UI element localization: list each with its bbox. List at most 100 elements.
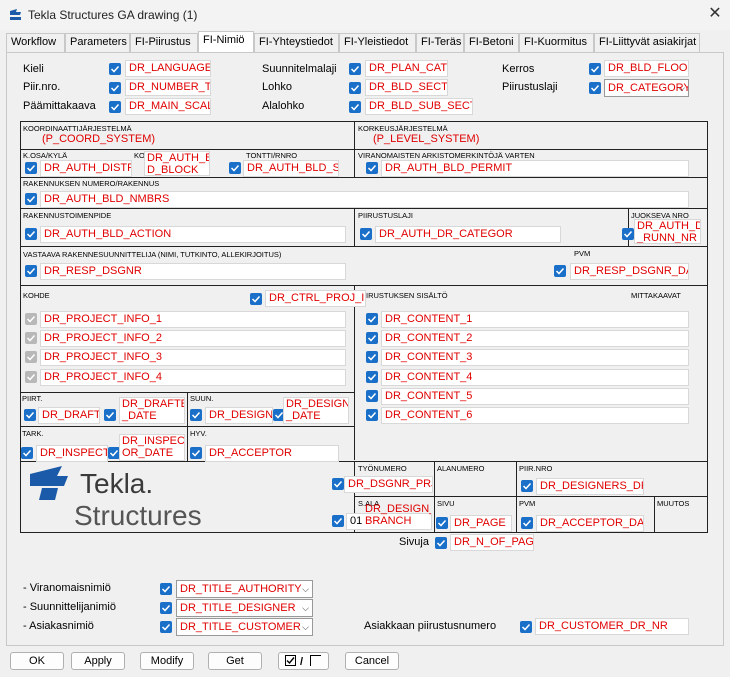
content4-checkbox[interactable] [366,371,378,383]
dsgnr-date-field[interactable]: DR_RESP_DSGNR_DATE [570,263,689,280]
tab-fi-yhteystiedot[interactable]: FI-Yhteystiedot [254,33,339,52]
alalohko-field[interactable]: DR_BLD_SUB_SECTION [365,98,473,115]
page-checkbox[interactable] [436,517,448,529]
apply-button[interactable]: Apply [71,652,125,670]
categor-field[interactable]: DR_AUTH_DR_CATEGOR [375,226,561,243]
content1-checkbox[interactable] [366,313,378,325]
page-field[interactable]: DR_PAGE [450,515,512,532]
acceptor-field[interactable]: DR_ACCEPTOR [205,445,339,462]
alalohko-checkbox[interactable] [349,101,361,113]
designer-date-field[interactable]: DR_DESIGNER _DATE [283,397,349,424]
site-field[interactable]: DR_AUTH_BLD_SITE [243,160,339,177]
proj4-field[interactable]: DR_PROJECT_INFO_4 [40,369,346,386]
tab-fi-piirustus[interactable]: FI-Piirustus [130,33,198,52]
district-field[interactable]: DR_AUTH_DISTRICT [40,160,132,177]
district-checkbox[interactable] [25,162,37,174]
pages-field[interactable]: DR_N_OF_PAGES [450,534,534,551]
proj4-checkbox[interactable] [25,371,37,383]
tab-fi-nimio[interactable]: FI-Nimiö [198,31,254,53]
branch-checkbox[interactable] [332,515,344,527]
inspector-date-checkbox[interactable] [108,447,120,459]
tab-fi-yleistiedot[interactable]: FI-Yleistiedot [339,33,416,52]
site-checkbox[interactable] [229,162,241,174]
content4-field[interactable]: DR_CONTENT_4 [381,369,689,386]
tyo-checkbox[interactable] [332,478,344,490]
accdate-field[interactable]: DR_ACCEPTOR_DATE [536,515,644,532]
cancel-button[interactable]: Cancel [345,652,399,670]
ctrl-field[interactable]: DR_CTRL_PROJ_INFO [265,290,366,307]
asiakpiir-checkbox[interactable] [520,621,532,633]
paam-field[interactable]: DR_MAIN_SCALE [125,98,211,115]
dsgnr-date-checkbox[interactable] [554,265,566,277]
close-icon[interactable]: ✕ [708,5,722,22]
pages-checkbox[interactable] [435,537,447,549]
action-checkbox[interactable] [25,228,37,240]
suunn-select[interactable]: DR_TITLE_DESIGNER⌵ [176,599,313,617]
content2-field[interactable]: DR_CONTENT_2 [381,330,689,347]
asiakpiir-field[interactable]: DR_CUSTOMER_DR_NR [535,618,689,635]
ok-button[interactable]: OK [10,652,64,670]
piirnro-field[interactable]: DR_DESIGNERS_DR_NR [536,478,644,495]
content5-field[interactable]: DR_CONTENT_5 [381,388,689,405]
tab-fi-liittyvat[interactable]: FI-Liittyvät asiakirjat [594,33,700,52]
kieli-checkbox[interactable] [109,63,121,75]
tyo-field[interactable]: DR_DSGNR_PRJ_NR [344,476,433,493]
kieli-field[interactable]: DR_LANGUAGE [125,60,211,77]
content3-field[interactable]: DR_CONTENT_3 [381,349,689,366]
content2-checkbox[interactable] [366,332,378,344]
accdate-checkbox[interactable] [521,517,533,529]
designer-field[interactable]: DR_DESIGNER [205,407,273,424]
content1-field[interactable]: DR_CONTENT_1 [381,311,689,328]
suun-checkbox[interactable] [349,63,361,75]
dsgnr-field[interactable]: DR_RESP_DSGNR [40,263,346,280]
suun-field[interactable]: DR_PLAN_CATEG [365,60,448,77]
suunn-checkbox[interactable] [160,602,172,614]
proj2-field[interactable]: DR_PROJECT_INFO_2 [40,330,346,347]
runn-field[interactable]: DR_AUTH_DR _RUNN_NR [634,219,701,244]
piirlaji-select[interactable]: DR_CATEGORY⌵ [604,79,689,97]
tab-fi-teras[interactable]: FI-Teräs [416,33,464,52]
modify-button[interactable]: Modify [140,652,194,670]
tab-workflow[interactable]: Workflow [6,33,65,52]
piirlaji-checkbox[interactable] [589,82,601,94]
content6-field[interactable]: DR_CONTENT_6 [381,407,689,424]
inspector-checkbox[interactable] [21,447,33,459]
action-field[interactable]: DR_AUTH_BLD_ACTION [40,226,346,243]
tab-parameters[interactable]: Parameters [65,33,130,52]
permit-field[interactable]: DR_AUTH_BLD_PERMIT [381,160,689,177]
toggle-all-button[interactable]: / [278,652,329,670]
categor-checkbox[interactable] [360,228,372,240]
permit-checkbox[interactable] [366,162,378,174]
kerros-field[interactable]: DR_BLD_FLOOR [604,60,689,77]
drafter-date-checkbox[interactable] [104,409,116,421]
block-field[interactable]: DR_AUTH_BL D_BLOCK [144,151,210,176]
dsgnr-checkbox[interactable] [25,265,37,277]
nmbrs-field[interactable]: DR_AUTH_BLD_NMBRS [40,191,689,208]
designer-date-checkbox[interactable] [273,409,285,421]
drafter-date-field[interactable]: DR_DRAFTER _DATE [119,397,185,424]
proj1-field[interactable]: DR_PROJECT_INFO_1 [40,311,346,328]
asiak-select[interactable]: DR_TITLE_CUSTOMER⌵ [176,618,313,636]
runn-checkbox[interactable] [622,228,634,240]
nmbrs-checkbox[interactable] [25,193,37,205]
branch-prefix-field[interactable]: 01 [346,513,432,530]
proj3-checkbox[interactable] [25,351,37,363]
asiak-checkbox[interactable] [160,621,172,633]
lohko-field[interactable]: DR_BLD_SECTION [365,79,448,96]
ctrl-checkbox[interactable] [250,293,262,305]
content6-checkbox[interactable] [366,409,378,421]
kerros-checkbox[interactable] [589,63,601,75]
viran-select[interactable]: DR_TITLE_AUTHORITY⌵ [176,580,313,598]
piirnro-checkbox[interactable] [521,480,533,492]
paam-checkbox[interactable] [109,101,121,113]
lohko-checkbox[interactable] [349,82,361,94]
piir-checkbox[interactable] [109,82,121,94]
content5-checkbox[interactable] [366,390,378,402]
designer-checkbox[interactable] [190,409,202,421]
inspector-date-field[interactable]: DR_INSPECT OR_DATE [119,434,185,461]
proj1-checkbox[interactable] [25,313,37,325]
drafter-checkbox[interactable] [24,409,36,421]
tab-fi-kuormitus[interactable]: FI-Kuormitus [519,33,594,52]
acceptor-checkbox[interactable] [190,447,202,459]
